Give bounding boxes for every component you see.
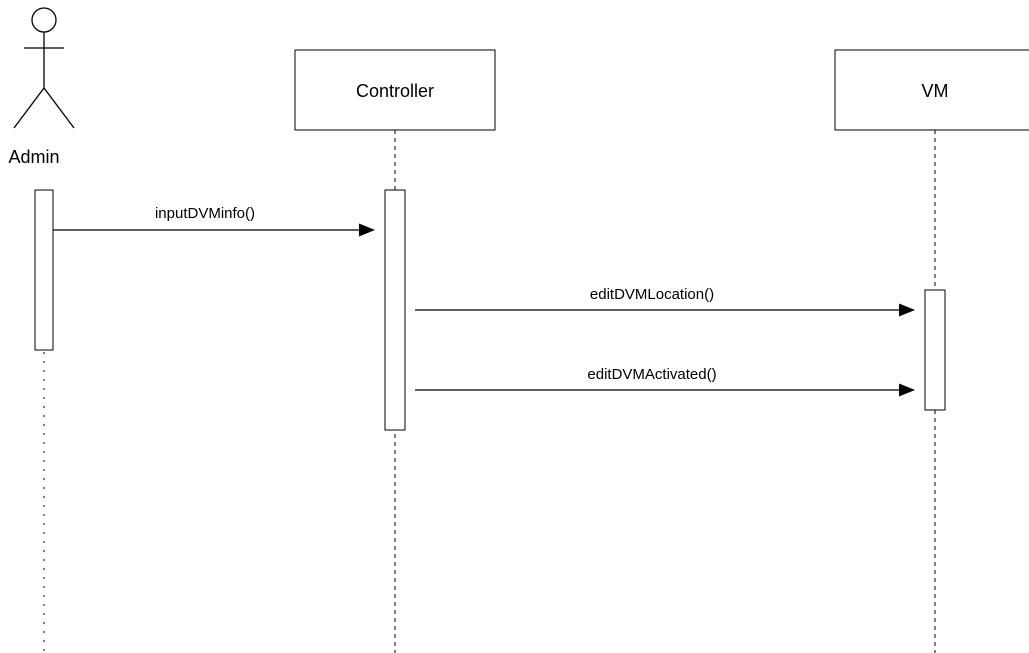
- participant-controller-box: [294, 49, 496, 131]
- arrowhead-icon: [899, 383, 915, 397]
- vm-activation-bar: [924, 289, 946, 411]
- stick-figure-icon: [13, 7, 75, 129]
- participant-controller: Controller: [294, 49, 496, 653]
- participant-controller-label: Controller: [356, 81, 434, 101]
- message-input-dvm-info: inputDVMinfo(): [53, 205, 375, 237]
- controller-activation-bar: [384, 189, 406, 431]
- participant-vm-box: [834, 49, 1029, 131]
- message-label: inputDVMinfo(): [155, 205, 255, 222]
- participant-vm: VM: [834, 49, 1029, 653]
- actor-admin-label: Admin: [8, 147, 59, 167]
- message-label: editDVMActivated(): [587, 366, 716, 383]
- actor-admin: Admin: [8, 7, 75, 653]
- message-edit-dvm-activated: editDVMActivated(): [415, 366, 915, 397]
- message-edit-dvm-location: editDVMLocation(): [415, 286, 915, 317]
- arrowhead-icon: [359, 223, 375, 237]
- participant-vm-label: VM: [922, 81, 949, 101]
- admin-activation-bar: [34, 189, 54, 351]
- arrowhead-icon: [899, 303, 915, 317]
- message-label: editDVMLocation(): [590, 286, 714, 303]
